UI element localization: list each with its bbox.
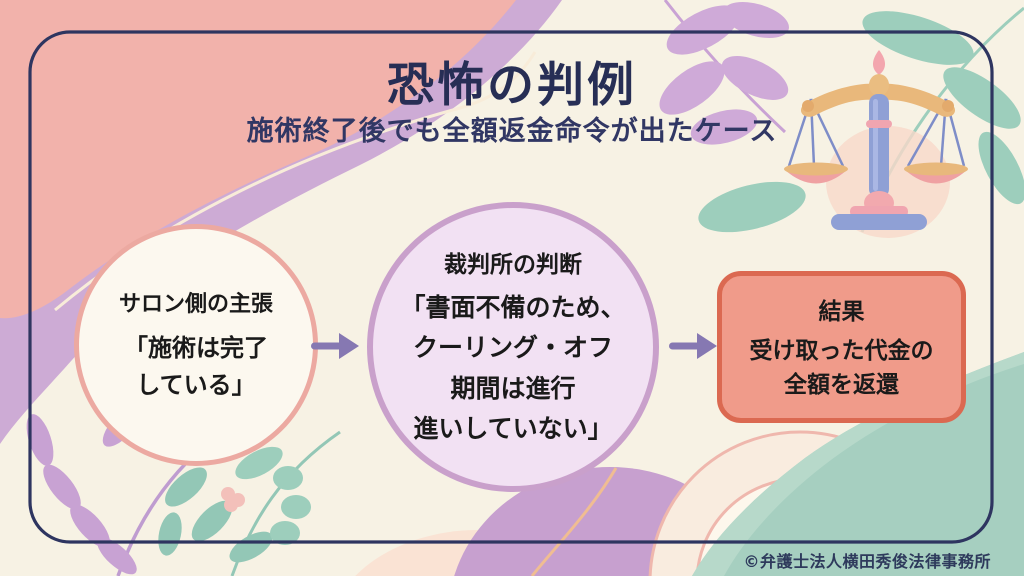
- copyright-notice: ©弁護士法人横田秀俊法律事務所: [743, 552, 991, 571]
- court-judgment-line: 進いしていない」: [413, 414, 613, 443]
- peach-accent-line: [530, 467, 618, 576]
- salon-claim-node: サロン側の主張 「施術は完了 している」: [74, 224, 318, 466]
- page-title: 恐怖の判例: [387, 58, 637, 113]
- court-judgment-line: 期間は進行: [450, 373, 576, 403]
- court-judgment-node: 裁判所の判断 「書面不備のため、 クーリング・オフ 期間は進行 進いしていない」: [367, 202, 659, 492]
- bottom-left-foliage: [26, 393, 341, 576]
- arrow-right-icon: [669, 331, 717, 361]
- court-judgment-line: クーリング・オフ: [412, 333, 613, 362]
- pink-wave-shape: [0, 0, 516, 319]
- top-right-petals: [659, 0, 789, 145]
- frame-border: [28, 30, 994, 544]
- page-subtitle: 施術終了後でも全額返金命令が出たケース: [246, 116, 778, 147]
- court-judgment-heading: 裁判所の判断: [444, 251, 582, 278]
- top-right-leaves: [698, 6, 1024, 233]
- result-line: 受け取った代金の: [749, 337, 934, 364]
- salon-claim-line: 「施術は完了: [124, 333, 268, 362]
- salon-claim-heading: サロン側の主張: [118, 291, 273, 317]
- salon-claim-line: している」: [136, 371, 256, 399]
- arrow-right-icon: [311, 331, 359, 361]
- result-node: 結果 受け取った代金の 全額を返還: [717, 271, 966, 423]
- scales-of-justice-icon: [784, 50, 968, 238]
- result-line: 全額を返還: [784, 372, 899, 398]
- court-judgment-line: 「書面不備のため、: [400, 292, 626, 322]
- result-heading: 結果: [818, 298, 865, 325]
